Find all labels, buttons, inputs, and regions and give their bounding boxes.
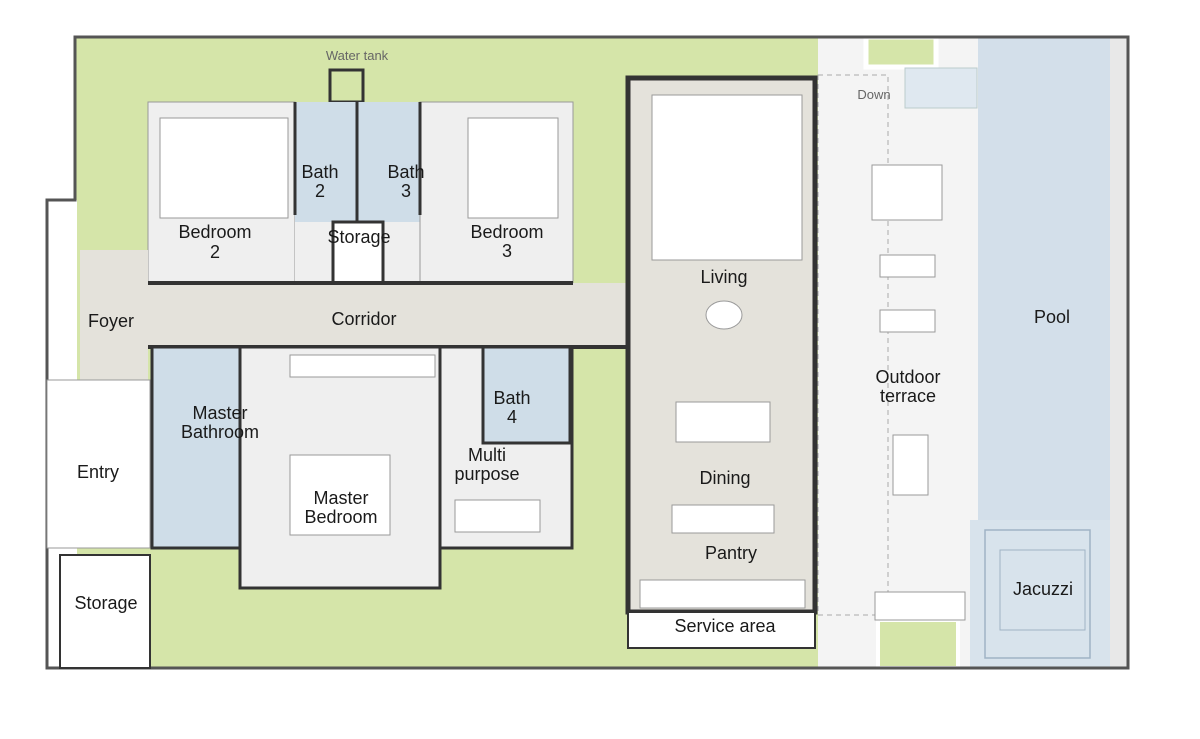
bath-4	[481, 345, 572, 445]
outdoor-terrace-area	[818, 37, 978, 668]
label-outdoor-terrace-2: terrace	[880, 386, 936, 406]
sunlounger-icon	[879, 309, 936, 333]
jacuzzi-deck	[970, 520, 1110, 668]
label-master-bedroom: Master	[313, 488, 368, 508]
entry	[46, 379, 151, 549]
label-master-bathroom: Master	[192, 403, 247, 423]
master-bathroom	[150, 345, 242, 550]
label-storage-top: Storage	[327, 227, 390, 247]
outdoor-kitchen-icon	[874, 591, 966, 621]
wardrobe-icon	[289, 354, 436, 378]
label-bedroom-2-num: 2	[210, 242, 220, 262]
label-down: Down	[857, 87, 890, 102]
bed-icon	[289, 454, 391, 536]
label-bedroom-3: Bedroom	[470, 222, 543, 242]
sunlounger-icon	[879, 254, 936, 278]
kitchen-counter-icon	[639, 579, 806, 609]
label-master-bedroom-2: Bedroom	[304, 507, 377, 527]
pergola-outline	[817, 74, 889, 616]
label-pool: Pool	[1034, 307, 1070, 327]
site-boundary	[45, 35, 1130, 670]
foyer	[80, 250, 148, 380]
label-bath-3: Bath	[387, 162, 424, 182]
kitchen-island-icon	[671, 504, 775, 534]
label-service-area: Service area	[674, 616, 776, 636]
round-table-icon	[705, 300, 743, 330]
label-master-bathroom-2: Bathroom	[181, 422, 259, 442]
label-bedroom-2: Bedroom	[178, 222, 251, 242]
label-multipurpose: Multi	[468, 445, 506, 465]
planter-top	[863, 34, 939, 70]
label-bath-4-num: 4	[507, 407, 517, 427]
dining-table-icon	[675, 401, 771, 443]
label-bath-2-num: 2	[315, 181, 325, 201]
steps-down	[904, 67, 978, 109]
label-jacuzzi: Jacuzzi	[1013, 579, 1073, 599]
daybed-icon	[871, 164, 943, 221]
label-storage-bottom: Storage	[74, 593, 137, 613]
label-bath-3-num: 3	[401, 181, 411, 201]
label-corridor: Corridor	[331, 309, 396, 329]
label-bedroom-3-num: 3	[502, 241, 512, 261]
sofa-rug-icon	[651, 94, 803, 261]
jacuzzi	[984, 529, 1091, 659]
bed-icon	[159, 117, 289, 219]
planter-bottom	[876, 618, 960, 670]
label-water-tank: Water tank	[326, 48, 389, 63]
label-dining: Dining	[699, 468, 750, 488]
bed-icon	[467, 117, 559, 219]
label-bath-4: Bath	[493, 388, 530, 408]
jacuzzi-inner	[999, 549, 1086, 631]
sofa-icon	[454, 499, 541, 533]
service-area	[627, 611, 816, 649]
corridor	[148, 283, 630, 347]
label-pantry: Pantry	[705, 543, 757, 563]
outdoor-table-icon	[892, 434, 929, 496]
label-foyer: Foyer	[88, 311, 134, 331]
storage-bottom	[59, 554, 151, 669]
bath-3	[357, 102, 420, 222]
label-multipurpose-2: purpose	[454, 464, 519, 484]
label-outdoor-terrace: Outdoor	[875, 367, 940, 387]
label-bath-2: Bath	[301, 162, 338, 182]
label-entry: Entry	[77, 462, 119, 482]
label-living: Living	[700, 267, 747, 287]
bath-2	[295, 102, 357, 222]
pool-edge	[1110, 37, 1128, 668]
